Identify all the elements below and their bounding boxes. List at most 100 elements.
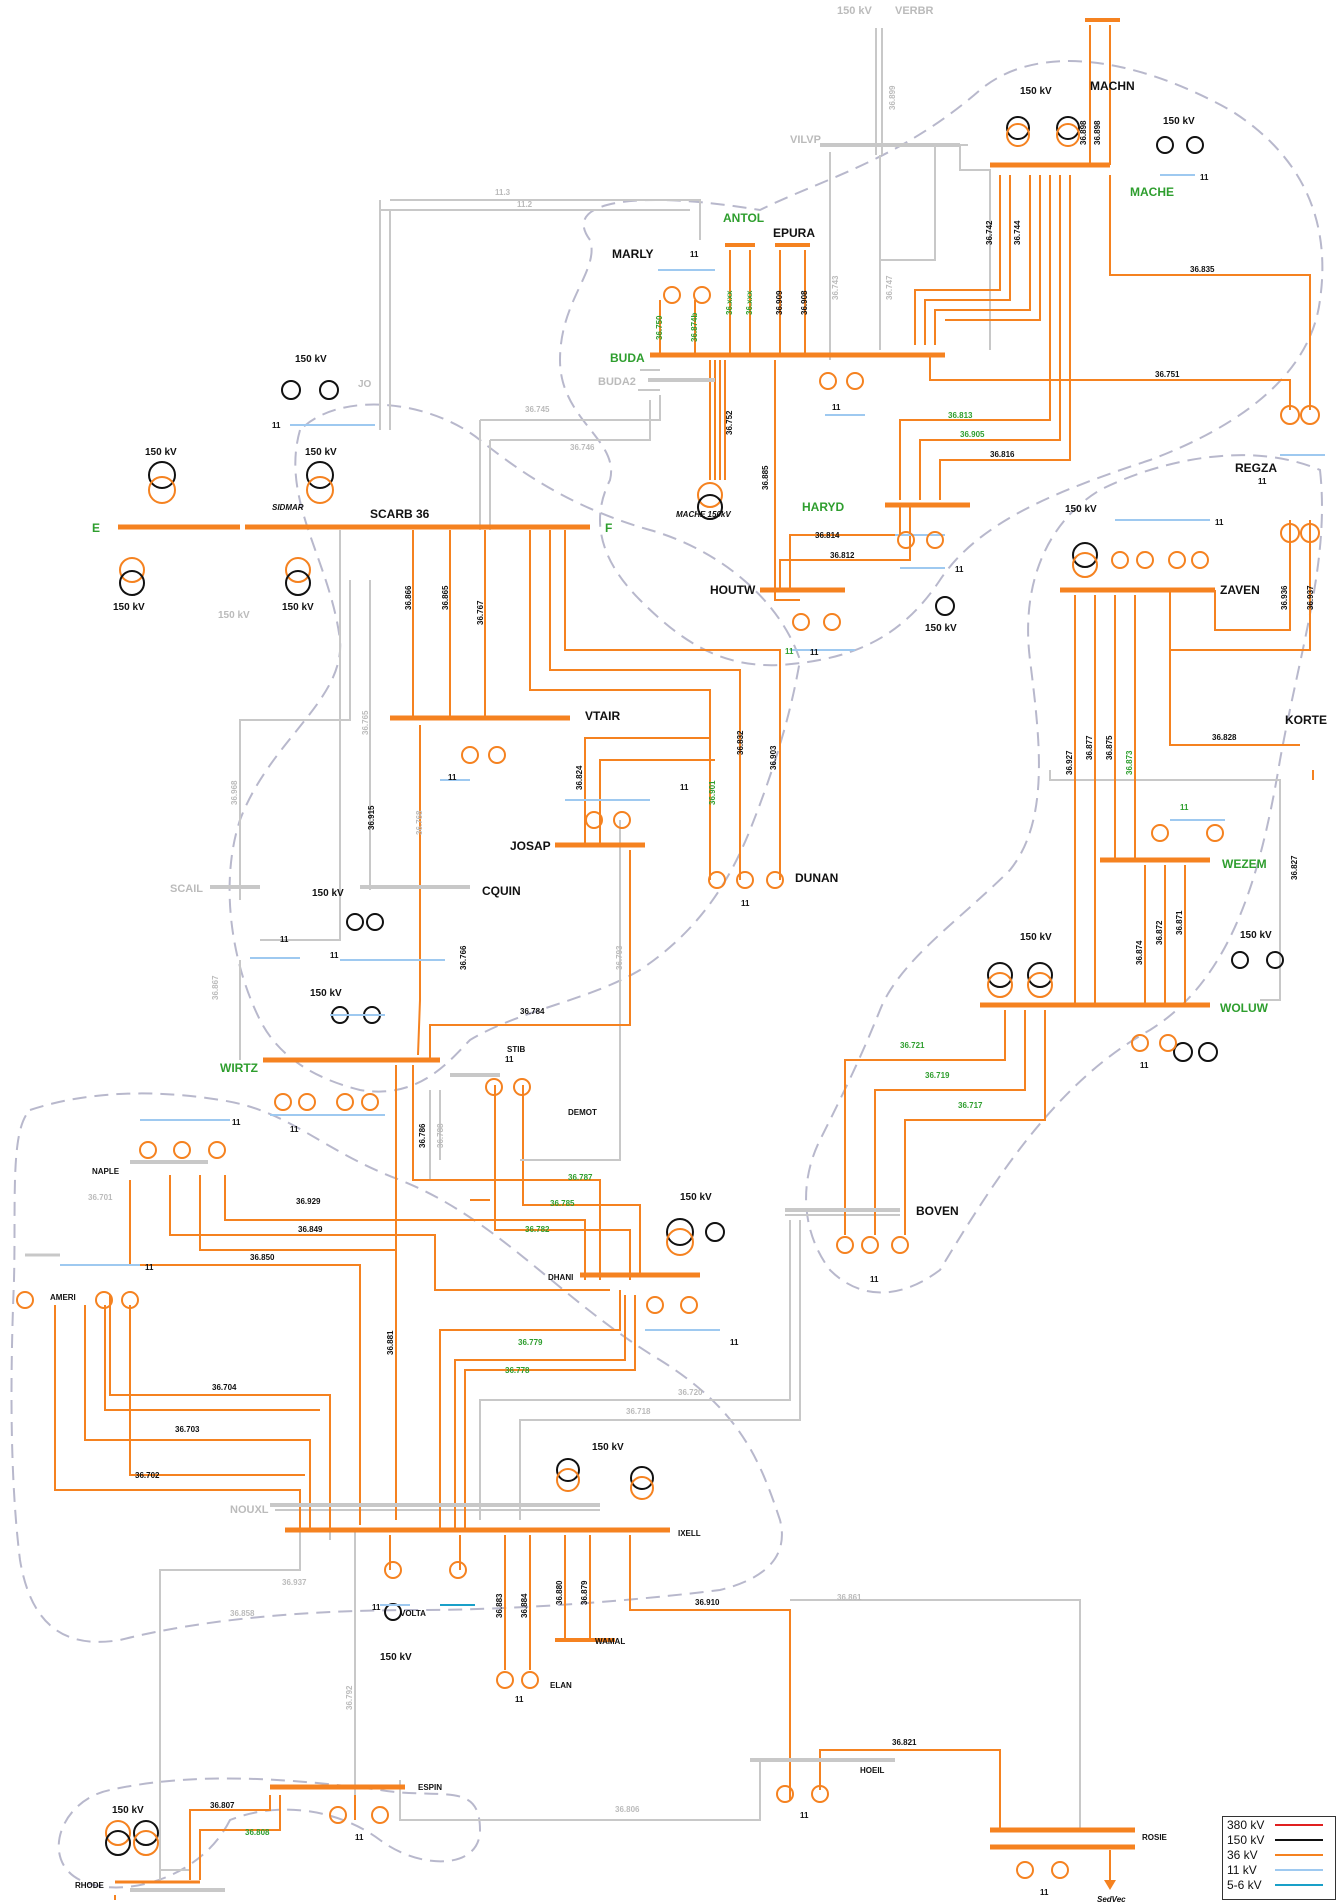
- line-36807: 36.807: [210, 1801, 235, 1810]
- line-36xxx-2: 36.xxx: [745, 290, 754, 315]
- v11-18: 11: [232, 1118, 241, 1127]
- legend-swatch-380: [1275, 1823, 1323, 1826]
- legend-label-36: 36 kV: [1227, 1847, 1258, 1862]
- label-mache: MACHE: [1130, 185, 1174, 199]
- line-36821: 36.821: [892, 1738, 917, 1747]
- line-36874: 36.874: [1135, 940, 1144, 965]
- line-36828: 36.828: [1212, 733, 1237, 742]
- kv-label-6: 150 kV: [218, 610, 250, 621]
- kv-label-11: 150 kV: [312, 888, 344, 899]
- label-hoeil: HOEIL: [860, 1766, 885, 1775]
- labels: 150 kV VERBR VILVP MACHN 150 kV 150 kV M…: [50, 5, 1327, 1903]
- kv-label-12: 150 kV: [310, 988, 342, 999]
- line-36784: 36.784: [520, 1007, 545, 1016]
- line-36884: 36.884: [520, 1593, 529, 1618]
- legend-row-5-6: 5-6 kV: [1223, 1877, 1335, 1892]
- label-verbr: VERBR: [895, 5, 934, 17]
- line-36701: 36.701: [88, 1193, 113, 1202]
- line-36905: 36.905: [960, 430, 985, 439]
- line-36787: 36.787: [568, 1173, 593, 1182]
- line-36866: 36.866: [404, 585, 413, 610]
- label-machn-kv: 150 kV: [1020, 86, 1052, 97]
- label-ixell: IXELL: [678, 1529, 701, 1538]
- line-36720: 36.720: [678, 1388, 703, 1397]
- line-36874b: 36.874b: [690, 313, 699, 342]
- v11-27: 11: [810, 648, 819, 657]
- v11-21: 11: [870, 1275, 879, 1284]
- line-36903: 36.903: [769, 745, 778, 770]
- line-36766: 36.766: [459, 945, 468, 970]
- line-36778: 36.778: [505, 1366, 530, 1375]
- line-36745: 36.745: [525, 405, 550, 414]
- line-36786: 36.786: [418, 1123, 427, 1148]
- legend-row-11: 11 kV: [1223, 1862, 1335, 1877]
- line-11-2: 11.2: [517, 200, 533, 209]
- line-36877: 36.877: [1085, 735, 1094, 760]
- region-southwest: [10, 1092, 783, 1643]
- line-36849: 36.849: [298, 1225, 323, 1234]
- line-36915: 36.915: [367, 805, 376, 830]
- v11-3: 11: [832, 403, 841, 412]
- line-36721: 36.721: [900, 1041, 925, 1050]
- label-wamal: WAMAL: [595, 1637, 625, 1646]
- label-dunan: DUNAN: [795, 871, 838, 885]
- line-36873: 36.873: [1125, 750, 1134, 775]
- kv-label-14: 150 kV: [592, 1442, 624, 1453]
- kv-label-2: 150 kV: [145, 447, 177, 458]
- v11-23: 11: [515, 1695, 524, 1704]
- label-stib: STIB: [507, 1045, 525, 1054]
- line-36813: 36.813: [948, 411, 973, 420]
- label-demot: DEMOT: [568, 1108, 597, 1117]
- line-36909: 36.909: [775, 290, 784, 315]
- line-36752: 36.752: [725, 410, 734, 435]
- label-e: E: [92, 521, 100, 535]
- v11-19: 11: [145, 1263, 154, 1272]
- line-36703: 36.703: [175, 1425, 200, 1434]
- line-36879: 36.879: [580, 1580, 589, 1605]
- label-antol: ANTOL: [723, 211, 764, 225]
- line-36927: 36.927: [1065, 750, 1074, 775]
- label-mache-150: MACHE 150kV: [676, 510, 731, 519]
- line-36750: 36.750: [655, 315, 664, 340]
- label-espin: ESPIN: [418, 1783, 442, 1792]
- line-36835: 36.835: [1190, 265, 1215, 274]
- line-36937b: 36.937: [282, 1578, 307, 1587]
- transformers-11kv: [16, 174, 1325, 1890]
- label-scail: SCAIL: [170, 883, 203, 895]
- v11-10: 11: [680, 783, 689, 792]
- line-36779: 36.779: [518, 1338, 543, 1347]
- legend-label-380: 380 kV: [1227, 1817, 1265, 1832]
- line-36827: 36.827: [1290, 855, 1299, 880]
- label-verbr-kv: 150 kV: [837, 5, 873, 17]
- line-36793: 36.793: [615, 945, 624, 970]
- line-36742: 36.742: [985, 220, 994, 245]
- region-outlines: [10, 60, 1324, 1889]
- line-36936: 36.936: [1280, 585, 1289, 610]
- line-36880: 36.880: [555, 1580, 564, 1605]
- label-wezem: WEZEM: [1222, 857, 1267, 871]
- legend-swatch-11: [1275, 1868, 1323, 1871]
- line-36788: 36.788: [436, 1123, 445, 1148]
- line-36929: 36.929: [296, 1197, 321, 1206]
- label-dhani: DHANI: [548, 1273, 573, 1282]
- transformers-150kv: [105, 116, 1284, 1856]
- line-36717: 36.717: [958, 1101, 983, 1110]
- legend-label-11: 11 kV: [1227, 1862, 1257, 1877]
- v11-13: 11: [1140, 1061, 1149, 1070]
- v11-5: 11: [955, 565, 964, 574]
- label-wirtz: WIRTZ: [220, 1061, 258, 1075]
- v11-14: 11: [280, 935, 289, 944]
- v11-1: 11: [1200, 173, 1209, 182]
- v11-16: 11: [290, 1125, 299, 1134]
- kv-label-1: 150 kV: [295, 354, 327, 365]
- label-cquin: CQUIN: [482, 884, 521, 898]
- v11-24: 11: [355, 1833, 364, 1842]
- kv-label-16: 150 kV: [112, 1805, 144, 1816]
- kv-label-13: 150 kV: [680, 1192, 712, 1203]
- label-zaven: ZAVEN: [1220, 583, 1260, 597]
- legend-row-380: 380 kV: [1223, 1817, 1335, 1832]
- region-east: [805, 454, 1323, 1294]
- line-36767: 36.767: [476, 600, 485, 625]
- label-mache-kv: 150 kV: [1163, 116, 1195, 127]
- v11-22: 11: [372, 1603, 381, 1612]
